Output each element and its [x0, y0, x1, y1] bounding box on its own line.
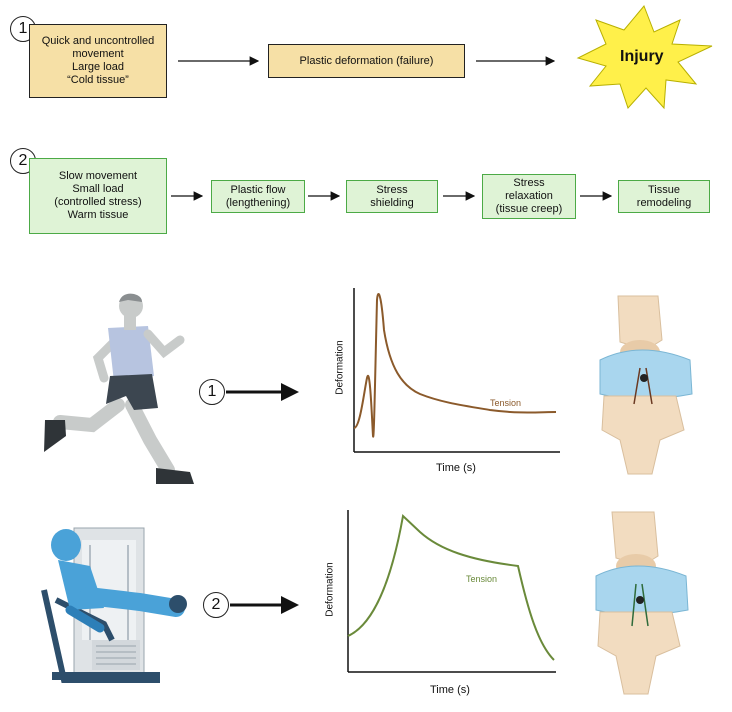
injury-star-shape [576, 5, 713, 110]
injury-label: Injury [620, 48, 664, 65]
flow1-failure-box: Plastic deformation (failure) [268, 44, 465, 78]
chart2-y-label: Deformation [324, 562, 336, 617]
chart2-x-label: Time (s) [430, 684, 470, 696]
flow2-tissue-remodeling-box: Tissue remodeling [618, 180, 710, 213]
scene1-step-badge: 1 [199, 379, 225, 405]
knee-illustration-2 [595, 511, 689, 695]
flow2-stress-shielding-box: Stress shielding [346, 180, 438, 213]
runner-illustration [44, 293, 194, 484]
chart1-y-label: Deformation [334, 340, 346, 395]
flow2-stress-relaxation-box: Stress relaxation (tissue creep) [482, 174, 576, 219]
chart2-series-label: Tension [466, 574, 498, 584]
flow2-conditions-box: Slow movement Small load (controlled str… [29, 158, 167, 234]
chart1 [353, 288, 560, 453]
knee-illustration-1 [599, 295, 693, 475]
flow2-plastic-flow-box: Plastic flow (lengthening) [211, 180, 305, 213]
scene2-step-badge: 2 [203, 592, 229, 618]
chart1-x-label: Time (s) [436, 462, 476, 474]
leg-extension-machine-illustration [41, 527, 187, 683]
chart1-tension-curve [353, 293, 557, 438]
chart2-tension-curve [347, 514, 555, 661]
chart2 [347, 510, 556, 673]
chart1-series-label: Tension [490, 398, 522, 408]
flow1-cause-box: Quick and uncontrolled movement Large lo… [29, 24, 167, 98]
